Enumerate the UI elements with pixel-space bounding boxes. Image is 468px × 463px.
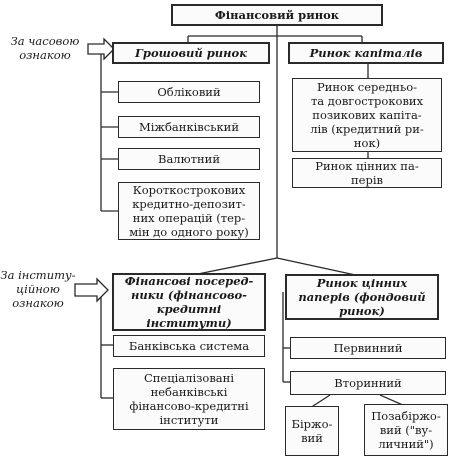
item-label: Банківська система (128, 339, 250, 353)
money-market-item-discount: Обліковий (118, 81, 260, 103)
item-label: Ринок цінних па- перів (315, 159, 419, 187)
capital-market-title: Ринок капіталів (309, 46, 423, 60)
institutional-criterion-label: За інститу- ційною ознакою (0, 268, 76, 310)
capital-market-box: Ринок капіталів (288, 42, 444, 64)
time-criterion-label: За часовою ознакою (10, 34, 80, 62)
money-market-title: Грошовий ринок (134, 46, 247, 60)
securities-primary-box: Первинний (290, 337, 446, 359)
securities-secondary-box: Вторинний (290, 371, 446, 395)
secondary-otc-box: Позабіржо- вий ("ву- личний") (364, 404, 448, 456)
root-box: Фінансовий ринок (171, 4, 383, 26)
money-market-item-interbank: Міжбанківський (118, 116, 260, 138)
money-market-item-currency: Валютний (118, 148, 260, 170)
money-market-item-short-term: Короткострокових кредитно-депозит- них о… (118, 182, 260, 240)
capital-market-item-securities: Ринок цінних па- перів (292, 158, 442, 188)
item-label: Позабіржо- вий ("ву- личний") (371, 409, 441, 451)
money-market-box: Грошовий ринок (112, 42, 270, 64)
item-label: Короткострокових кредитно-депозит- них о… (129, 183, 249, 239)
secondary-exchange-box: Біржо- вий (285, 406, 339, 456)
intermediaries-item-banking: Банківська система (113, 335, 265, 357)
root-title: Фінансовий ринок (214, 8, 340, 22)
item-label: Ринок середньо- та довгострокових позико… (310, 80, 424, 150)
arrow-icon (74, 37, 115, 303)
intermediaries-title: Фінансові посеред- ники (фінансово- кред… (124, 274, 254, 330)
intermediaries-item-nonbank: Спеціалізовані небанківські фінансово-кр… (113, 368, 265, 430)
item-label: Обліковий (157, 85, 221, 99)
item-label: Міжбанківський (138, 120, 240, 134)
item-label: Спеціалізовані небанківські фінансово-кр… (129, 371, 249, 427)
capital-market-item-credit: Ринок середньо- та довгострокових позико… (292, 78, 442, 152)
securities-market-title: Ринок цінних паперів (фондовий ринок) (298, 276, 426, 318)
item-label: Біржо- вий (291, 417, 333, 445)
intermediaries-box: Фінансові посеред- ники (фінансово- кред… (112, 273, 266, 331)
securities-market-box: Ринок цінних паперів (фондовий ринок) (285, 274, 439, 320)
item-label: Валютний (158, 152, 220, 166)
secondary-label: Вторинний (334, 376, 402, 390)
primary-label: Первинний (333, 341, 403, 355)
